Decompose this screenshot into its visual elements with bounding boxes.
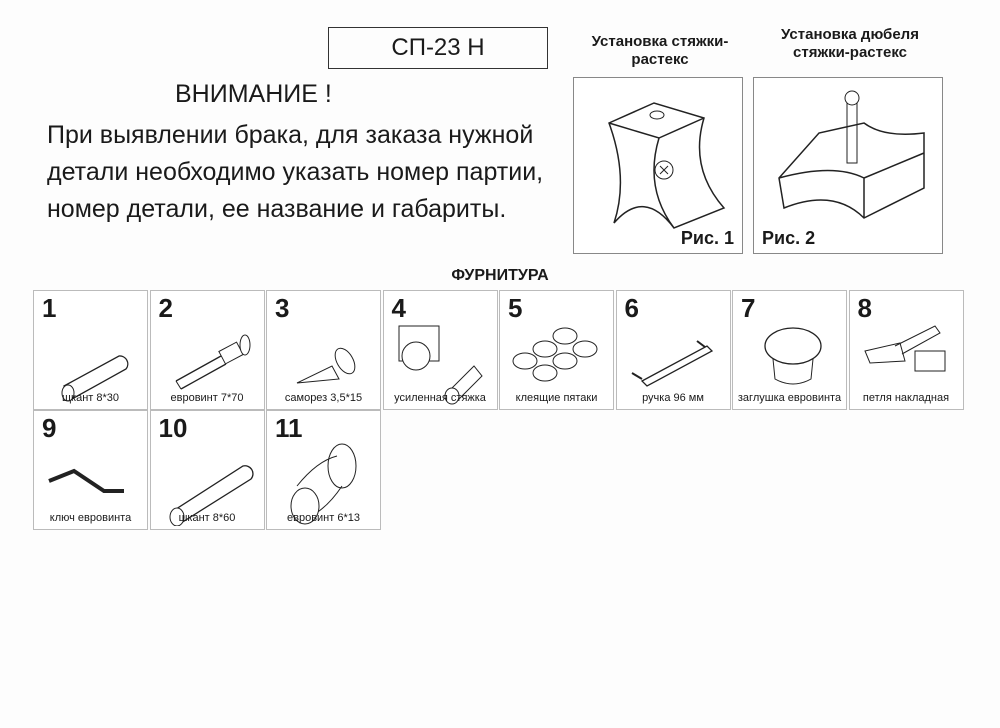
handle-icon — [630, 340, 713, 387]
furniture-item-1: 1 щкант 8*30 — [33, 290, 148, 410]
figure-2-title: Установка дюбеля стяжки-растекс — [781, 26, 919, 61]
item-label: заглушка евровинта — [737, 392, 842, 404]
hex-key-icon — [48, 468, 124, 493]
cam-installation-drawing — [608, 102, 726, 229]
furniture-item-5: 5 клеящие пятаки — [499, 290, 614, 410]
item-label: евровинт 7*70 — [170, 392, 244, 404]
furniture-item-10: 10 шкант 8*60 — [149, 410, 265, 530]
item-number: 1 — [42, 293, 57, 323]
screw-icon — [296, 347, 356, 384]
item-label: ручка 96 мм — [642, 392, 704, 404]
figure-2-label: Рис. 2 — [762, 228, 816, 248]
model-code: СП-23 Н — [328, 27, 548, 69]
item-label: шкант 8*60 — [178, 512, 236, 524]
furniture-item-6: 6 ручка 96 мм — [615, 290, 731, 410]
figure-1-title: Установка стяжки-растекс — [591, 33, 729, 68]
furniture-item-2: 2 евровинт 7*70 — [149, 290, 265, 410]
furniture-item-3: 3 саморез 3,5*15 — [266, 290, 381, 410]
item-number: 8 — [857, 293, 872, 323]
dowel-long-icon — [169, 465, 254, 526]
cam-lock-icon — [398, 325, 483, 405]
figure-1: Рис. 1 — [573, 77, 743, 254]
item-number: 6 — [624, 293, 639, 323]
item-number: 11 — [275, 413, 303, 443]
item-number: 9 — [42, 413, 57, 443]
item-number: 3 — [275, 293, 290, 323]
item-label: евровинт 6*13 — [287, 512, 360, 524]
item-number: 2 — [158, 293, 173, 323]
item-number: 4 — [391, 293, 406, 323]
euroscrew-short-icon — [290, 443, 357, 525]
attention-heading: ВНИМАНИЕ ! — [175, 80, 332, 108]
item-label: ключ евровинта — [49, 512, 132, 524]
dowel-icon — [61, 355, 129, 402]
item-number: 7 — [741, 293, 756, 323]
figure-1-label: Рис. 1 — [680, 228, 734, 248]
figure-2: Рис. 2 — [753, 77, 943, 254]
defect-notice: При выявлении брака, для заказа нужной д… — [47, 121, 544, 223]
item-label: петля накладная — [862, 392, 950, 404]
furniture-item-8: 8 петля накладная — [848, 290, 964, 410]
cap-icon — [764, 327, 822, 385]
furniture-title: ФУРНИТУРА — [451, 267, 549, 284]
pads-icon — [512, 327, 598, 382]
item-number: 5 — [508, 293, 523, 323]
dowel-installation-drawing — [778, 90, 925, 219]
hinge-icon — [863, 325, 945, 372]
furniture-item-4: 4 усиленная стяжка — [382, 290, 498, 410]
item-label: усиленная стяжка — [394, 392, 486, 404]
furniture-item-7: 7 заглушка евровинта — [732, 290, 847, 410]
item-number: 10 — [158, 413, 188, 443]
furniture-item-9: 9 ключ евровинта — [33, 410, 148, 530]
item-label: щкант 8*30 — [61, 392, 120, 404]
euroscrew-icon — [175, 334, 250, 390]
furniture-item-11: 11 евровинт 6*13 — [266, 410, 381, 530]
item-label: клеящие пятаки — [515, 392, 598, 404]
item-label: саморез 3,5*15 — [284, 392, 363, 404]
